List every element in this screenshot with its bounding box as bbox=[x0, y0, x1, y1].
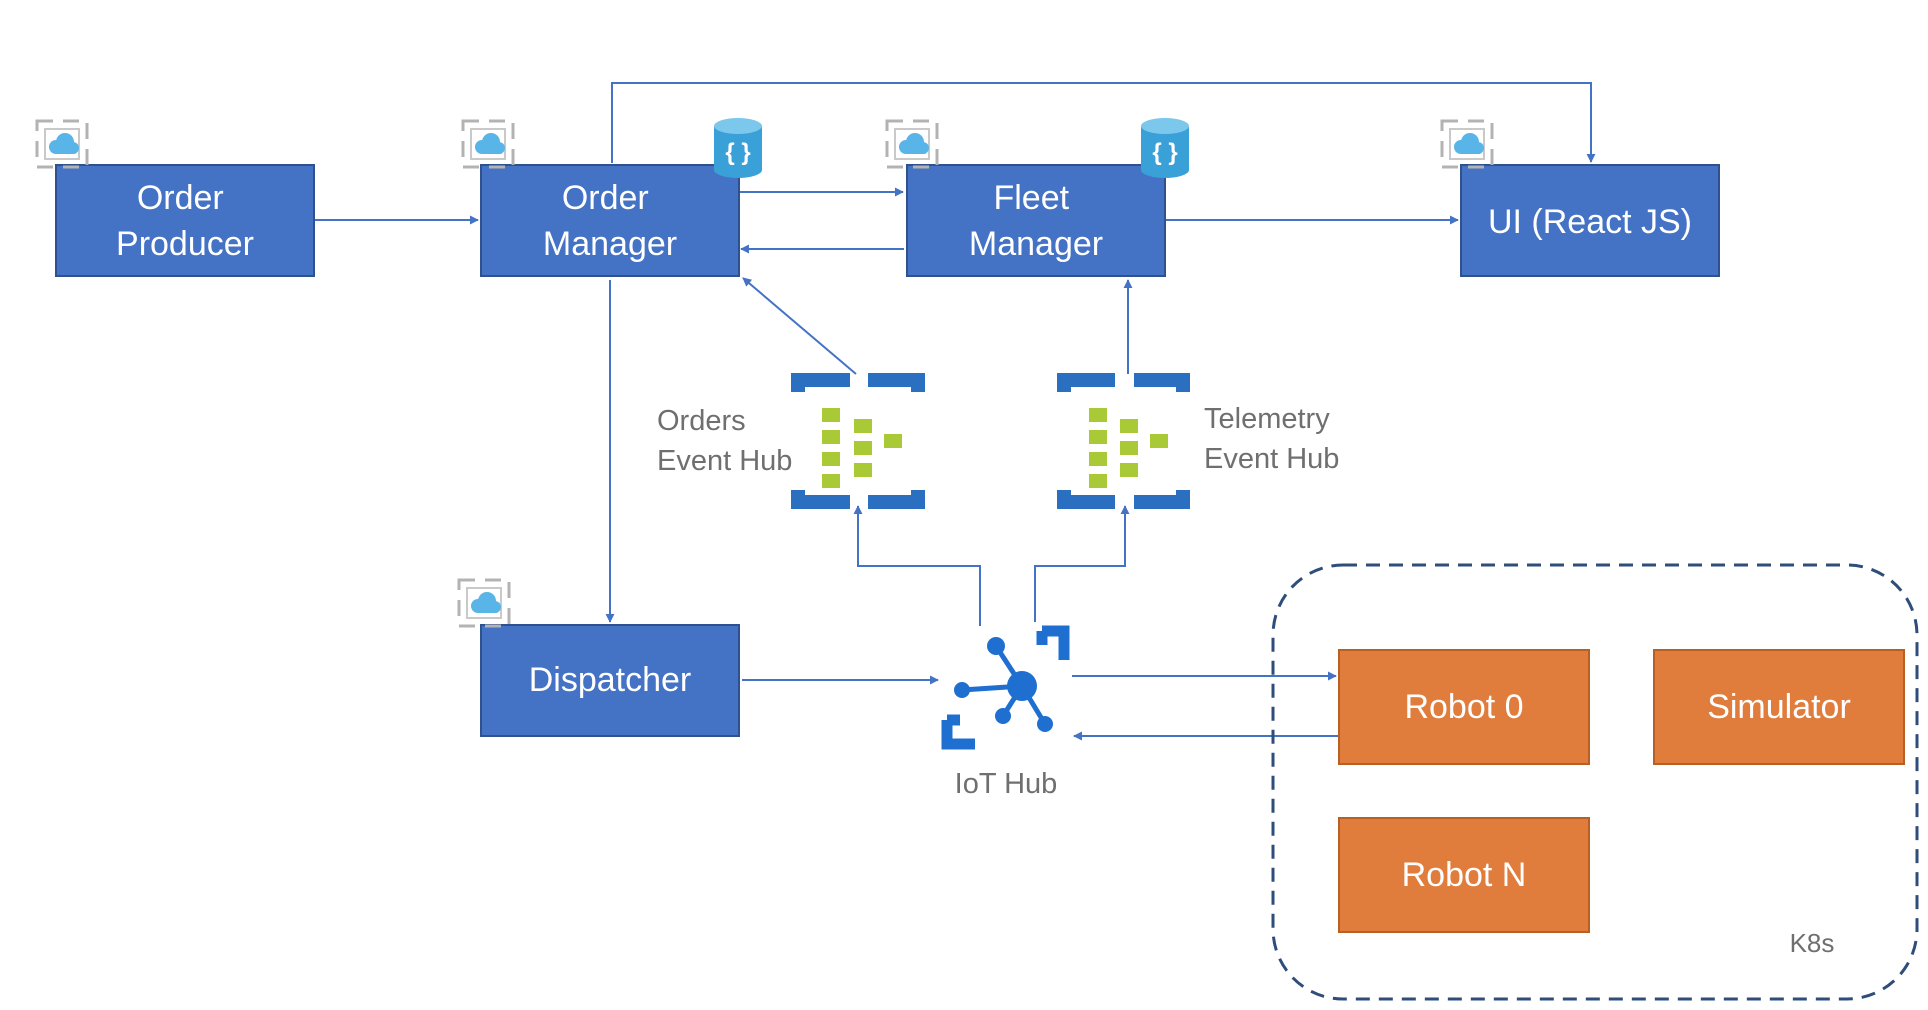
azure-container-app-icon bbox=[35, 119, 89, 169]
azure-container-app-icon bbox=[461, 119, 515, 169]
simulator-label: Simulator bbox=[1707, 688, 1851, 726]
dispatcher-label: Dispatcher bbox=[529, 661, 692, 699]
k8s-label: K8s bbox=[1790, 928, 1835, 958]
connector-orders-event-hub-to-order-manager bbox=[742, 277, 857, 375]
order-producer-box[interactable]: Order Producer bbox=[55, 164, 315, 277]
order-manager-label-line-2: Manager bbox=[543, 225, 677, 263]
fleet-manager-label-line-2: Manager bbox=[969, 225, 1103, 263]
azure-container-app-icon bbox=[457, 578, 511, 628]
robot-n-label: Robot N bbox=[1402, 856, 1527, 894]
dispatcher-box[interactable]: Dispatcher bbox=[480, 624, 740, 737]
robot-0-label: Robot 0 bbox=[1404, 688, 1523, 726]
orders-event-hub-icon[interactable] bbox=[791, 373, 925, 509]
connector-iot-hub-to-telemetry-event-hub bbox=[1034, 505, 1130, 622]
robot-n-box[interactable]: Robot N bbox=[1338, 817, 1590, 933]
iot-hub-icon[interactable] bbox=[941, 625, 1070, 750]
order-manager-label-line-1: Order bbox=[562, 179, 649, 217]
ui-react-label: UI (React JS) bbox=[1488, 203, 1692, 241]
k8s-cluster: K8s bbox=[1271, 563, 1919, 1001]
simulator-box[interactable]: Simulator bbox=[1653, 649, 1905, 765]
ui-react-box[interactable]: UI (React JS) bbox=[1460, 164, 1720, 277]
order-manager-box[interactable]: Order Manager bbox=[480, 164, 740, 277]
telemetry-event-hub-icon[interactable] bbox=[1057, 373, 1190, 509]
iot-hub-label: IoT Hub bbox=[955, 768, 1058, 800]
connector-order-manager-to-ui bbox=[611, 82, 1596, 163]
order-producer-label-line-2: Producer bbox=[116, 225, 254, 263]
fleet-manager-box[interactable]: Fleet Manager bbox=[906, 164, 1166, 277]
order-producer-label-line-1: Order bbox=[137, 179, 224, 217]
azure-container-app-icon bbox=[1440, 119, 1494, 169]
telemetry-event-hub-label-line-1: Telemetry bbox=[1204, 403, 1330, 435]
telemetry-event-hub-label: Telemetry Event Hub bbox=[1204, 403, 1339, 475]
robot-0-box[interactable]: Robot 0 bbox=[1338, 649, 1590, 765]
cosmos-db-icon bbox=[714, 118, 762, 178]
k8s-boundary bbox=[1271, 563, 1919, 1001]
connector-iot-hub-to-orders-event-hub bbox=[853, 505, 981, 626]
connectors bbox=[312, 82, 1596, 741]
orders-event-hub-label: Orders Event Hub bbox=[657, 405, 792, 477]
orders-event-hub-label-line-2: Event Hub bbox=[657, 445, 792, 477]
orders-event-hub-label-line-1: Orders bbox=[657, 405, 746, 437]
order-manager-label: Order Manager bbox=[543, 179, 677, 263]
cosmos-db-icon bbox=[1141, 118, 1189, 178]
fleet-manager-label-line-1: Fleet bbox=[993, 179, 1069, 217]
azure-container-app-icon bbox=[885, 119, 939, 169]
telemetry-event-hub-label-line-2: Event Hub bbox=[1204, 443, 1339, 475]
fleet-manager-label: Fleet Manager bbox=[969, 179, 1103, 263]
order-producer-label: Order Producer bbox=[116, 179, 254, 263]
